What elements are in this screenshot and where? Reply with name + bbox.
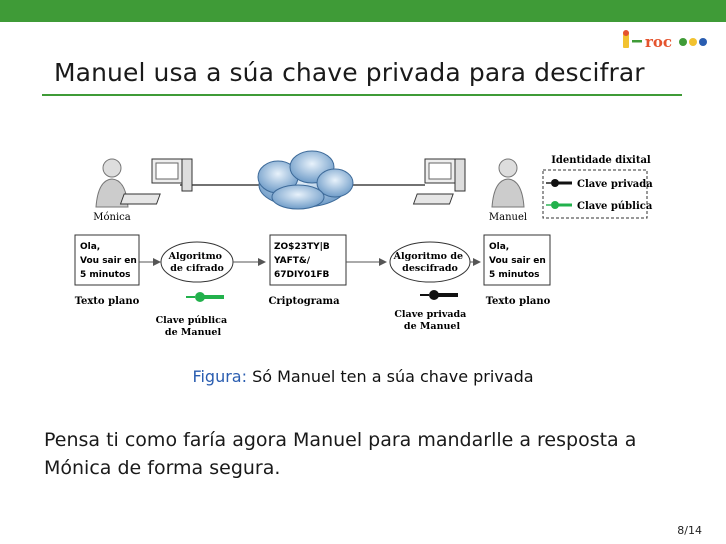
sender-computer-icon — [121, 159, 192, 204]
decrypt-algorithm-node — [390, 242, 470, 282]
title-divider — [42, 94, 682, 96]
receiver-person-icon — [492, 159, 524, 207]
private-key-legend-icon — [546, 179, 572, 187]
figure-caption: Figura: Só Manuel ten a súa chave privad… — [0, 367, 726, 386]
receiver-label: Manuel — [489, 212, 527, 223]
slide-title: Manuel usa a súa chave privada para desc… — [54, 58, 645, 87]
legend-title: Identidade dixital — [551, 155, 651, 166]
output-plaintext-caption: Texto plano — [486, 296, 551, 307]
legend-public-label: Clave pública — [577, 201, 653, 212]
private-key-icon — [420, 290, 458, 300]
receiver-computer-icon — [414, 159, 465, 204]
public-key-legend-icon — [546, 201, 572, 209]
encryption-diagram: Mónica Manuel Identidade dixital — [60, 145, 660, 350]
identity-legend: Identidade dixital Clave privada Clave p… — [543, 155, 653, 218]
private-key-label: Clave privada de Manuel — [394, 309, 469, 332]
internet-cloud-icon — [258, 151, 353, 209]
page-number: 8/14 — [677, 524, 702, 537]
figure-caption-text: Só Manuel ten a súa chave privada — [252, 367, 533, 386]
legend-private-label: Clave privada — [577, 179, 653, 190]
encrypt-algorithm-node — [161, 242, 233, 282]
body-paragraph: Pensa ti como faría agora Manuel para ma… — [44, 426, 694, 482]
public-key-icon — [186, 292, 224, 302]
logo: roc — [621, 30, 719, 52]
plaintext-caption: Texto plano — [75, 296, 140, 307]
svg-text:roc: roc — [645, 33, 672, 51]
decrypt-algorithm-label: Algoritmo de descifrado — [393, 251, 467, 274]
top-bar — [0, 0, 726, 22]
figure-caption-prefix: Figura: — [192, 367, 247, 386]
encrypt-algorithm-label: Algoritmo de cifrado — [168, 251, 226, 274]
sender-label: Mónica — [93, 212, 130, 223]
public-key-label: Clave pública de Manuel — [156, 315, 231, 338]
ciphertext-caption: Criptograma — [268, 296, 340, 307]
